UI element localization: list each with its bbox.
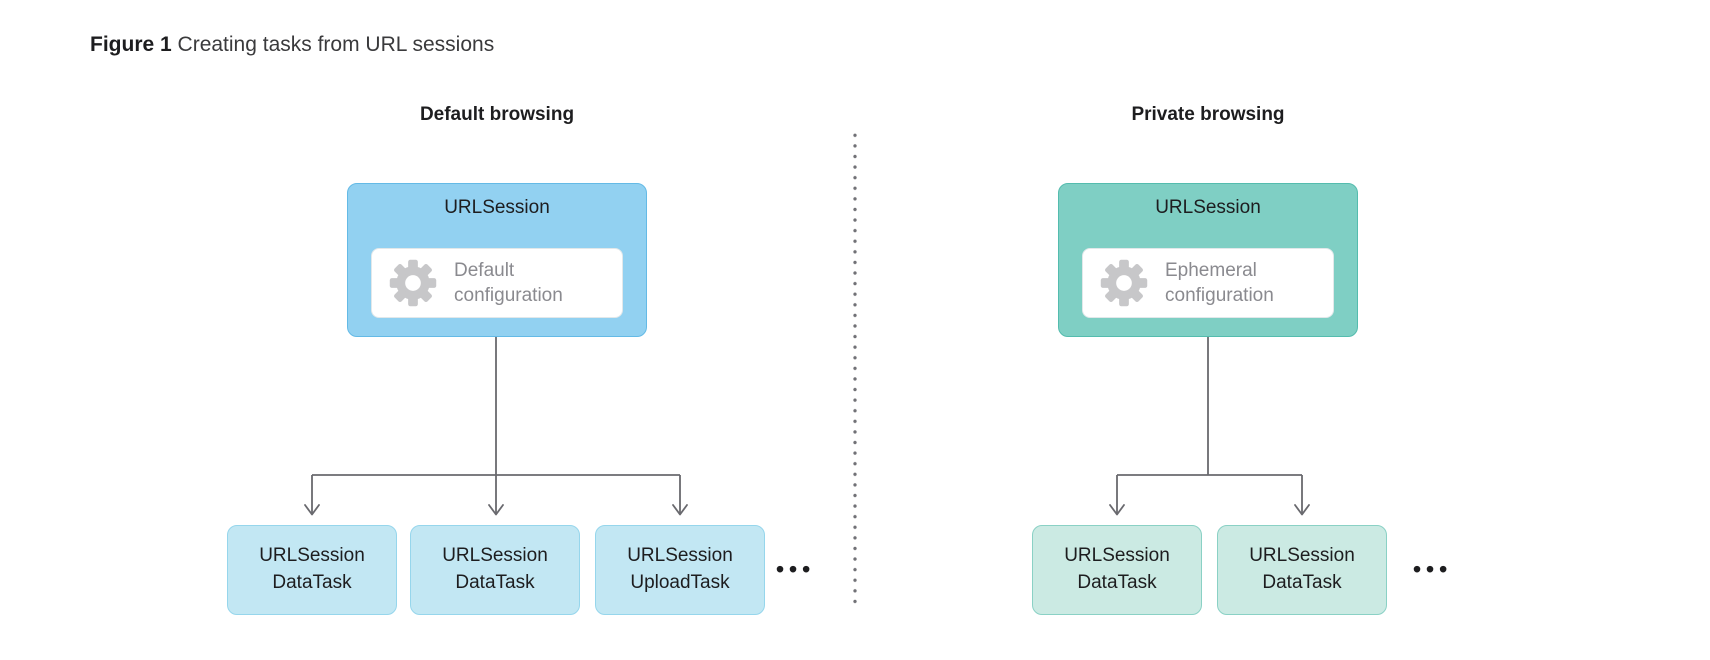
task-box: URLSession DataTask [227,525,397,615]
task-label: URLSession DataTask [1064,545,1170,593]
configuration-card-private: Ephemeral configuration [1082,248,1334,318]
figure-caption-text: Creating tasks from URL sessions [177,33,495,56]
panel-heading-private-browsing: Private browsing [1131,104,1285,125]
urlsession-box-private: URLSession Ephemeral configuration [1058,183,1358,337]
panel-heading-default-browsing: Default browsing [419,104,575,125]
dotted-divider-line [853,130,857,608]
task-label: URLSession DataTask [1249,545,1355,593]
gear-icon [389,259,437,307]
urlsession-label: URLSession [444,197,550,218]
task-label: URLSession UploadTask [627,545,733,593]
task-label: URLSession DataTask [259,545,365,593]
configuration-card-default: Default configuration [371,248,623,318]
task-label: URLSession DataTask [442,545,548,593]
task-box: URLSession UploadTask [595,525,765,615]
task-box: URLSession DataTask [410,525,580,615]
figure-label: Figure 1 [90,33,172,56]
configuration-label: Ephemeral configuration [1165,259,1274,306]
gear-icon [1100,259,1148,307]
connector-arrows-default [304,337,688,516]
task-box: URLSession DataTask [1032,525,1202,615]
urlsession-label: URLSession [1155,197,1261,218]
urlsession-box-default: URLSession Default configuration [347,183,647,337]
more-tasks-ellipsis: ••• [1413,556,1453,582]
configuration-label: Default configuration [454,259,563,306]
task-box: URLSession DataTask [1217,525,1387,615]
more-tasks-ellipsis: ••• [776,556,816,582]
connector-arrows-private [1109,337,1310,516]
figure-caption: Figure 1 Creating tasks from URL session… [90,33,494,57]
